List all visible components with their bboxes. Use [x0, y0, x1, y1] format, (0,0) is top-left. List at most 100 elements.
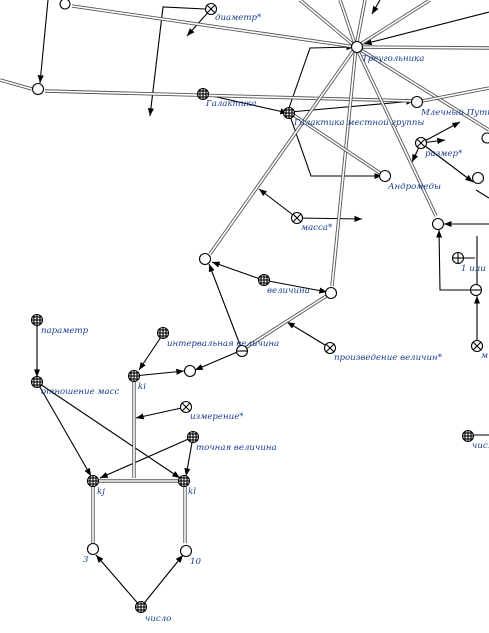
dedge-interval-velichina: [241, 291, 332, 352]
edge-otnoshenie-1: [36, 381, 92, 477]
dedge-treug-left: [71, 4, 357, 49]
dedge-treug-ray-7: [338, 0, 358, 48]
node-interval-grid: [156, 326, 170, 340]
node-galaktika-mestnoy-grid: [282, 106, 296, 120]
node-top-left: [59, 0, 71, 10]
dedge-mlechny-left: [44, 89, 415, 103]
node-interval-target: [183, 364, 197, 378]
dedge-treug-ray-4: [355, 45, 489, 132]
node-izmerenie-cross: [179, 400, 193, 414]
label-kl: kl: [188, 487, 196, 497]
dedge-mlechny-right: [416, 86, 489, 104]
label-velichina: величина: [267, 286, 310, 296]
edge-ki-right: [133, 368, 185, 377]
node-parametr-grid: [30, 313, 44, 327]
edge-tochnaya-2: [184, 436, 194, 477]
node-otnoshenie-grid: [30, 375, 44, 389]
label-razmer: размер*: [425, 149, 463, 159]
edge-chislo-10: [140, 554, 184, 608]
edge-right-top-1: [363, 11, 489, 46]
node-10: [179, 544, 193, 558]
node-razmer-cross: [414, 136, 428, 150]
node-velichina-right: [324, 286, 338, 300]
dedge-treug-ray-6: [298, 0, 358, 49]
label-mlechny: Млечный Путь: [420, 108, 489, 118]
dedge-left-offscreen: [0, 78, 33, 91]
node-chislo-grid: [134, 600, 148, 614]
edge-interval-up: [208, 263, 243, 351]
edge-right-misc: [475, 189, 489, 199]
edge-velichina-1: [211, 261, 264, 281]
dedge-treug-ray-8: [354, 0, 367, 48]
node-velichina-left: [198, 252, 212, 266]
label-galaktika: Галактика: [205, 99, 256, 109]
label-3: 3: [83, 555, 89, 565]
label-otnoshenie-mass: отношение масс: [41, 387, 119, 397]
edge-minus-right: [436, 229, 475, 291]
node-kj-grid: [86, 474, 100, 488]
edge-massa-2: [296, 215, 363, 222]
edge-izmerenie: [135, 406, 187, 420]
node-right-plus: [451, 251, 465, 265]
edge-proizvedenie: [286, 321, 331, 349]
label-tochnaya: точная величина: [196, 443, 277, 453]
label-chislo-right: числ: [472, 441, 489, 451]
labels: диаметр* Треугольника Галактика Галактик…: [41, 13, 489, 624]
edge-otnoshenie-2: [36, 381, 181, 479]
edge-top-to-left-node: [37, 0, 49, 84]
label-10: 10: [190, 557, 201, 567]
label-odin-ili: 1 или 1: [461, 264, 489, 274]
nodes: [30, 0, 489, 614]
node-diametr-cross: [204, 2, 218, 16]
edge-chislo-3: [95, 554, 142, 608]
label-proizvedenie: произведение величин*: [334, 353, 443, 363]
edge-razmer-2: [420, 142, 474, 183]
node-left: [31, 82, 45, 96]
edge-interval-left: [194, 349, 243, 371]
edge-to-andromedy: [289, 115, 382, 180]
node-right-upper: [471, 171, 485, 185]
node-andromedy: [378, 169, 392, 183]
edge-razmer-1: [420, 121, 461, 144]
edge-right-top-2: [371, 0, 381, 15]
edge-to-treugolnika: [288, 44, 355, 109]
node-velichina-grid: [257, 273, 271, 287]
dedge-treug-ray-3: [354, 46, 438, 217]
label-izmerenie: измерение*: [190, 412, 244, 422]
dedge-treug-ray-5: [355, 45, 489, 50]
node-m-cross: [470, 339, 484, 353]
edges: [33, 0, 489, 608]
node-kl-grid: [177, 474, 191, 488]
label-intervalnaya: интервальная величина: [167, 339, 279, 349]
node-massa-cross: [290, 211, 304, 225]
dedge-treug-ray-1: [208, 46, 358, 255]
label-massa: масса*: [301, 223, 333, 233]
node-galaktika-grid: [196, 87, 210, 101]
node-3: [86, 542, 100, 556]
edge-diametr-left: [147, 6, 206, 117]
node-interval-minus: [235, 344, 249, 358]
label-galaktika-mestnoy: Галактика местной группы: [293, 118, 424, 128]
dedge-treug-ray-2: [330, 46, 358, 287]
label-treugolnika: Треугольника: [362, 54, 424, 64]
label-m-right: м: [481, 351, 488, 361]
edge-interval-label-node: [138, 333, 164, 371]
label-parametr: параметр: [41, 326, 89, 336]
label-andromedy: Андромеды: [387, 182, 441, 192]
edge-massa-1: [258, 188, 298, 219]
node-chislo-right-grid: [461, 429, 475, 443]
node-ki-grid: [127, 369, 141, 383]
node-right-mid: [431, 217, 445, 231]
node-right-minus: [469, 283, 483, 297]
node-proizvedenie-cross: [323, 341, 337, 355]
double-edges: [0, 0, 489, 543]
label-diametr: диаметр*: [215, 13, 262, 23]
label-kj: kj: [97, 487, 105, 497]
node-treugolnika: [350, 40, 364, 54]
dedge-galaktika-andromedy: [288, 110, 384, 177]
node-tochnaya-grid: [186, 430, 200, 444]
dedge-treug-ray-9: [355, 0, 431, 49]
node-right-edge: [481, 132, 489, 144]
label-chislo: число: [145, 614, 171, 624]
